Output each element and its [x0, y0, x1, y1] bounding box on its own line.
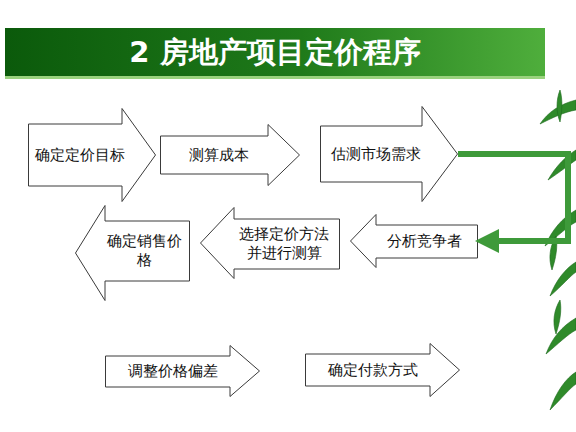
leaf	[550, 372, 576, 410]
leaf	[548, 150, 576, 180]
arrow-box: 选择定价方法并进行测算	[200, 207, 340, 279]
text-area: 确定定价目标	[30, 124, 130, 186]
arrow-shape	[106, 346, 260, 397]
arrow-shape	[321, 107, 458, 202]
step-label: 确定付款方式	[328, 361, 418, 380]
leaf	[557, 90, 562, 122]
leaf	[554, 300, 561, 334]
step-label: 确定定价目标	[35, 146, 125, 165]
title-text: 2 房地产项目定价程序	[5, 28, 545, 76]
arrow-box: 测算成本	[160, 124, 300, 186]
arrow-outline	[75, 205, 190, 301]
arrow-shape	[76, 206, 190, 301]
step-label: 测算成本	[189, 146, 249, 165]
flow-connector	[458, 154, 568, 241]
step-label: 选择定价方法并进行测算	[233, 225, 335, 263]
step-label: 确定销售价格	[104, 232, 185, 270]
arrow-shape	[351, 215, 478, 268]
arrow-shape	[29, 109, 156, 202]
leaf	[545, 210, 576, 246]
text-area: 调整价格偏差	[107, 356, 238, 387]
step-label: 分析竞争者	[387, 232, 462, 251]
arrow-shape	[306, 344, 460, 397]
leaf	[550, 236, 557, 270]
arrow-box: 确定销售价格	[75, 205, 190, 301]
title-bar: 2 房地产项目定价程序	[5, 28, 545, 79]
arrow-box: 分析竞争者	[350, 214, 478, 268]
arrow-box: 调整价格偏差	[105, 345, 260, 397]
arrow-shape	[201, 208, 340, 279]
text-area: 选择定价方法并进行测算	[230, 219, 338, 269]
arrow-box: 估测市场需求	[320, 106, 458, 202]
step-label: 估测市场需求	[331, 145, 421, 164]
text-area: 确定销售价格	[101, 221, 188, 281]
leaf	[540, 100, 576, 124]
text-area: 测算成本	[162, 136, 276, 174]
text-area: 确定付款方式	[307, 354, 438, 386]
arrow-shape	[161, 125, 300, 186]
arrow-box: 确定定价目标	[28, 108, 156, 202]
arrow-box: 确定付款方式	[305, 343, 460, 397]
leaf	[546, 318, 576, 354]
text-area: 估测市场需求	[322, 126, 430, 182]
text-area: 分析竞争者	[372, 225, 476, 258]
leaf	[550, 262, 576, 296]
step-label: 调整价格偏差	[128, 362, 218, 381]
